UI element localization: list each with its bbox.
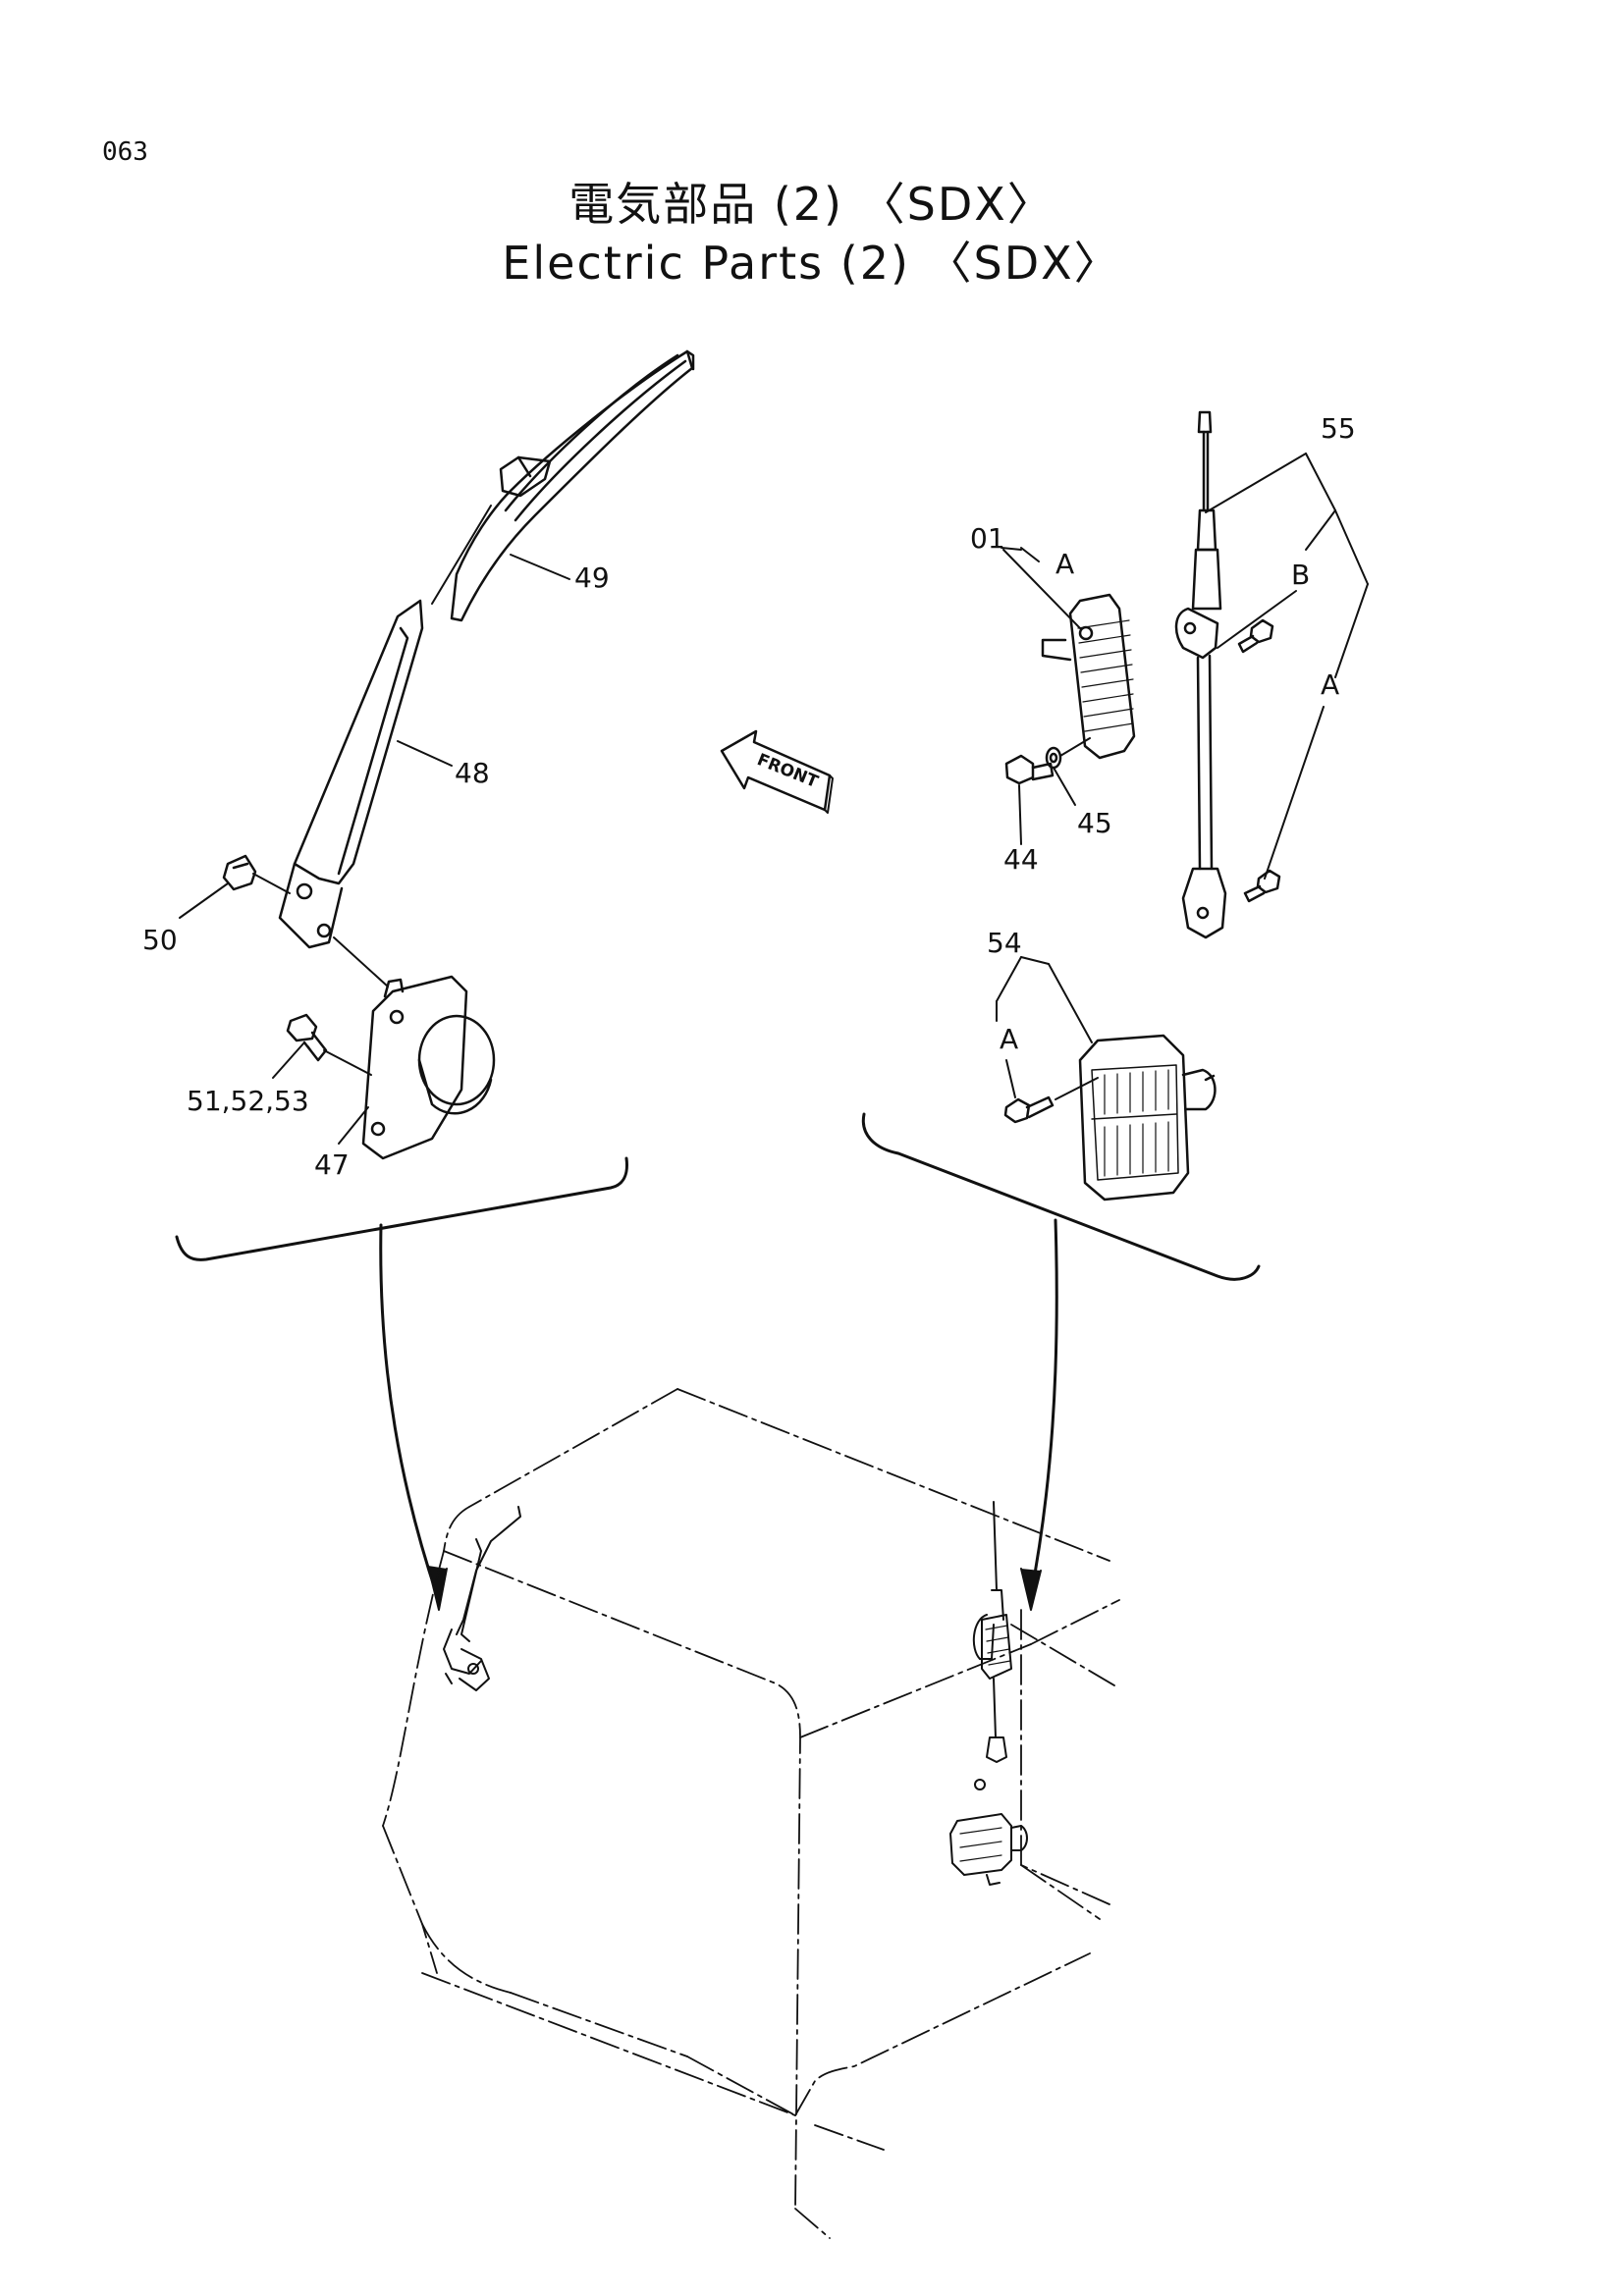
callout-55-a: A <box>1321 668 1339 701</box>
callout-44: 44 <box>1003 843 1039 876</box>
page-title-english: Electric Parts (2) 〈SDX〉 <box>502 237 1121 290</box>
page-number: 063 <box>102 137 148 167</box>
callout-55-b: B <box>1291 559 1310 591</box>
wiper-arm <box>278 599 424 949</box>
callout-49: 49 <box>574 561 610 594</box>
callout-54: 54 <box>987 927 1022 959</box>
callout-01-a: A <box>1055 548 1074 580</box>
marker-lamp-group <box>1001 547 1136 845</box>
callout-45: 45 <box>1077 807 1112 839</box>
callout-54-a: A <box>1000 1023 1018 1055</box>
antenna-group <box>1174 410 1369 939</box>
work-lamp-group <box>861 956 1261 1611</box>
bolt <box>286 1013 328 1062</box>
callout-50: 50 <box>142 924 178 956</box>
page-title-japanese: 電気部品 (2) 〈SDX〉 <box>568 178 1055 231</box>
callout-55: 55 <box>1321 412 1356 445</box>
wiper-motor <box>361 975 496 1160</box>
cab-outline <box>382 1388 1120 2239</box>
cap-nut <box>222 854 257 891</box>
cab-mounted-antenna-and-lamps <box>949 1501 1028 1886</box>
callout-labels: 49 48 50 51,52,53 47 01 A 44 45 55 B A 5… <box>142 412 1356 1181</box>
callout-47: 47 <box>314 1148 350 1181</box>
cab-mounted-wiper <box>443 1506 521 1691</box>
callout-48: 48 <box>455 757 490 789</box>
callout-51-52-53: 51,52,53 <box>187 1085 309 1117</box>
front-direction-arrow: FRONT <box>720 729 834 814</box>
wiper-assembly-group <box>175 349 695 1611</box>
callout-01: 01 <box>970 522 1005 555</box>
wiper-blade <box>450 349 695 622</box>
